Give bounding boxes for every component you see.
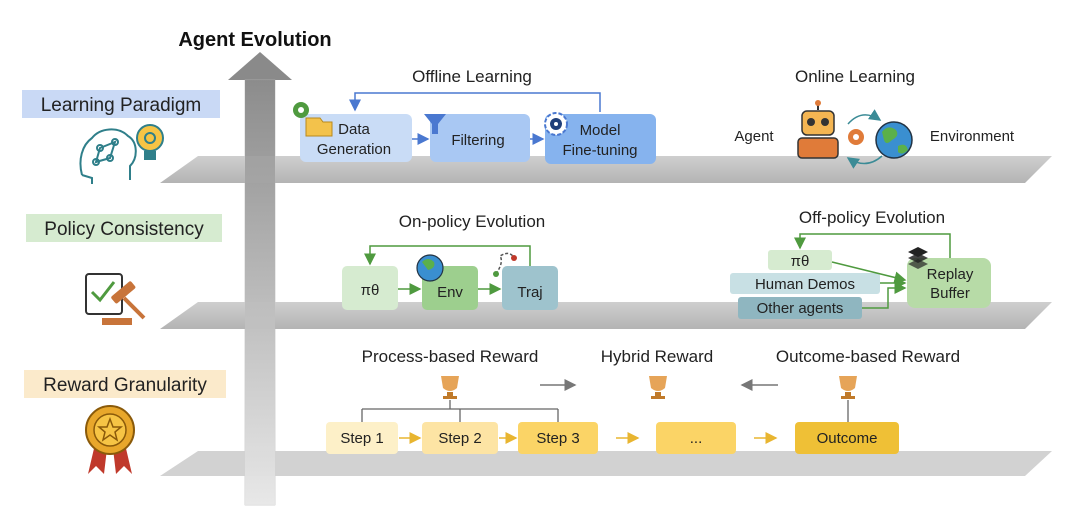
off-policy-pi-node: πθ [768,250,832,270]
offline-learning-title: Offline Learning [412,67,532,86]
brain-icon [79,128,137,184]
outcome-reward-title: Outcome-based Reward [776,347,960,366]
funnel-icon [424,114,446,134]
reward-granularity-highlight [24,370,226,398]
outcome-node: Outcome [795,422,899,454]
model-finetuning-node: Model Fine-tuning [545,114,656,164]
policy-consistency-label: Policy Consistency [44,219,204,240]
replay-buffer-node: Replay Buffer [907,258,991,308]
off-policy-feedback-arrow [794,233,951,258]
online-learning-title: Online Learning [795,67,915,86]
diagram-title: Agent Evolution [178,29,331,51]
globe-icon [875,121,913,159]
arrow-pi-to-buffer [831,261,907,284]
process-reward-title: Process-based Reward [362,347,539,366]
filtering-label: Filtering [451,132,504,149]
policy-consistency-highlight [26,214,222,242]
learning-paradigm-highlight [22,90,220,118]
traj-node: Traj [502,266,558,310]
outcome-label: Outcome [817,430,878,447]
robot-icon [797,100,839,159]
data-generation-label-1: Data [338,121,370,138]
checklist-gavel-icon [85,273,146,325]
arrow-agents-to-buffer [862,282,907,309]
process-reward-connectors [361,400,849,422]
on-policy-pi-label: πθ [361,282,380,299]
online-loop-bottom [846,155,883,169]
platform-reward [160,451,1052,476]
learning-paradigm-label: Learning Paradigm [41,95,202,116]
other-agents-node: Other agents [738,297,862,319]
offline-feedback-arrow [349,92,601,112]
filtering-node: Filtering [430,114,530,162]
human-demos-label: Human Demos [755,276,855,293]
medal-icon [85,405,135,474]
step-2-label: Step 2 [438,430,481,447]
gear-icon [848,129,864,145]
on-policy-title: On-policy Evolution [399,212,545,231]
step-ellipsis-label: ... [690,430,703,447]
off-policy-title: Off-policy Evolution [799,208,945,227]
step-2-node: Step 2 [422,422,498,454]
environment-label: Environment [930,128,1015,145]
step-3-node: Step 3 [518,422,598,454]
other-agents-label: Other agents [757,300,844,317]
model-finetuning-label-2: Fine-tuning [562,142,637,159]
on-policy-pi-node: πθ [342,266,398,310]
traj-label: Traj [517,284,542,301]
env-globe-icon [416,254,444,282]
trophy-icon [839,376,857,399]
replay-buffer-label-2: Buffer [930,285,970,302]
model-gear-icon [544,112,568,136]
reward-granularity-label: Reward Granularity [43,375,207,396]
human-demos-node: Human Demos [730,273,880,294]
replay-buffer-label-1: Replay [927,266,974,283]
step-1-node: Step 1 [326,422,398,454]
env-label: Env [437,284,463,301]
on-policy-feedback-arrow [364,245,531,268]
off-policy-pi-label: πθ [791,253,810,270]
hybrid-reward-title: Hybrid Reward [601,347,713,366]
lightbulb-gear-icon [136,124,164,160]
trajectory-icon [493,252,517,277]
platform-learning [160,156,1052,183]
step-3-label: Step 3 [536,430,579,447]
model-finetuning-label-1: Model [580,122,621,139]
trophy-icon [441,376,459,399]
agent-label: Agent [734,128,774,145]
step-1-label: Step 1 [340,430,383,447]
layers-icon [908,247,928,269]
trophy-icon [649,376,667,399]
step-ellipsis-node: ... [656,422,736,454]
folder-gear-icon [293,102,333,137]
data-generation-label-2: Generation [317,141,391,158]
online-loop-top [847,109,882,125]
